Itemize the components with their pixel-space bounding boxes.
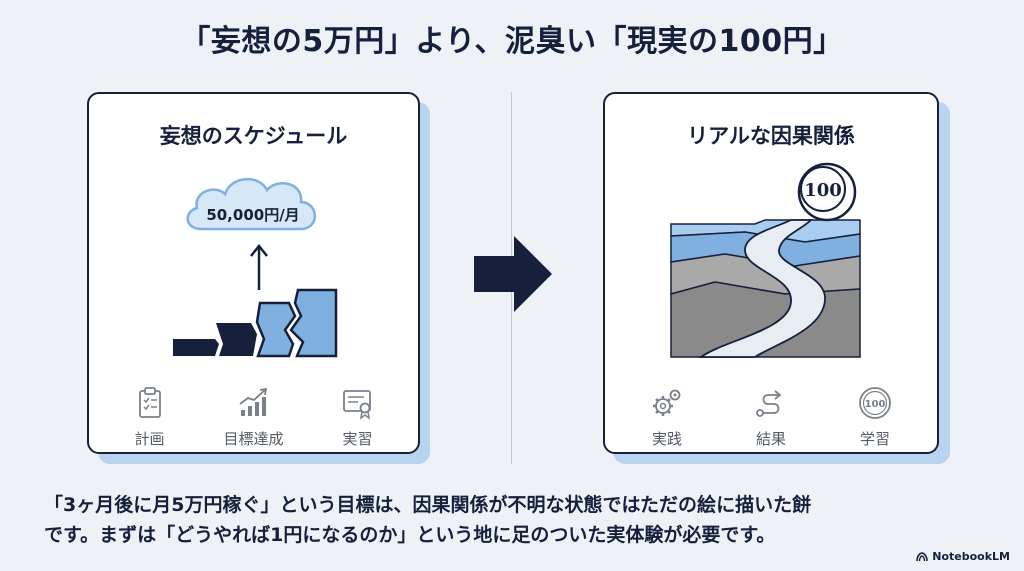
path-icon [756, 390, 782, 417]
left-panel: 妄想のスケジュール 50,000円/月 計画 [87, 92, 420, 454]
left-icon-row: 計画 目標達成 実習 [89, 384, 418, 449]
coin-icon: 100 [859, 387, 891, 419]
bar-steps [173, 288, 338, 358]
icon-label-plan: 計画 [134, 430, 165, 448]
reality-landscape: 100 [670, 162, 861, 358]
caption-line-2: です。まずは「どうやれば1円になるのか」という地に足のついた実体験が必要です。 [44, 524, 776, 546]
brand-badge: NotebookLM [916, 550, 1010, 563]
certificate-icon [342, 390, 371, 420]
winding-road [698, 219, 826, 358]
icon-item-practice: 実習 [326, 384, 390, 449]
delusion-illustration: 50,000円/月 [173, 177, 338, 358]
right-panel-title: リアルな因果関係 [687, 124, 855, 148]
brand-label: NotebookLM [932, 550, 1010, 563]
growth-chart-icon [238, 387, 267, 416]
icon-label-execution: 実践 [651, 430, 682, 448]
icon-label-goal: 目標達成 [223, 430, 284, 448]
right-arrow-icon [474, 236, 552, 312]
caption: 「3ヶ月後に月5万円稼ぐ」という目標は、因果関係が不明な状態ではただの絵に描いた… [44, 490, 984, 550]
icon-label-result: 結果 [755, 430, 786, 448]
icon-item-result: 結果 [739, 384, 803, 449]
icon-label-practice: 実習 [342, 430, 373, 448]
notebooklm-logo-icon [916, 551, 929, 561]
icon-label-learning: 学習 [859, 430, 890, 448]
coin-100-icon [797, 162, 857, 222]
coin-label: 100 [804, 180, 842, 201]
icon-item-learning: 100 学習 [843, 384, 907, 449]
left-panel-title: 妄想のスケジュール [159, 124, 348, 148]
icon-item-execution: 実践 [635, 384, 699, 449]
cloud-icon [186, 177, 316, 231]
icon-item-plan: 計画 [118, 384, 182, 449]
caption-line-1: 「3ヶ月後に月5万円稼ぐ」という目標は、因果関係が不明な状態ではただの絵に描いた… [44, 494, 812, 516]
icon-item-goal: 目標達成 [222, 384, 286, 449]
coin-icon-label: 100 [865, 399, 886, 410]
page-title: 「妄想の5万円」より、泥臭い「現実の100円」 [180, 24, 844, 59]
right-icon-row: 実践 結果 100 学習 [605, 384, 937, 449]
right-panel: リアルな因果関係 100 [603, 92, 939, 454]
cloud-label: 50,000円/月 [206, 206, 299, 224]
clipboard-icon [138, 387, 161, 418]
arrow-up-icon [250, 243, 268, 290]
gears-icon [653, 389, 681, 416]
